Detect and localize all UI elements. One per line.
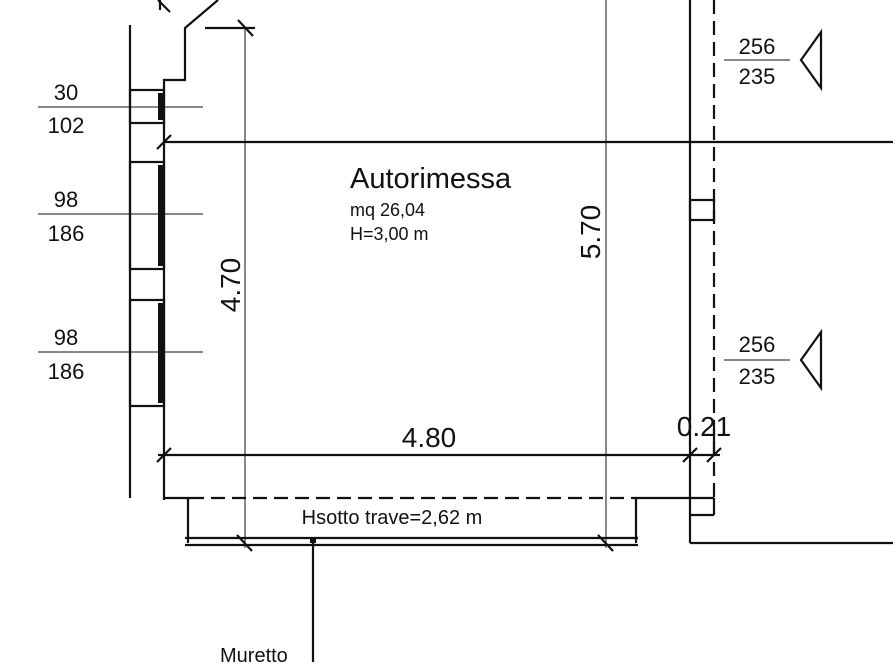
tick xyxy=(597,534,614,552)
window-width: 98 xyxy=(54,187,78,212)
room-name: Autorimessa xyxy=(350,163,512,195)
dim-label-570: 5.70 xyxy=(575,205,606,260)
window-3 xyxy=(128,298,166,408)
triangle-marker-icon xyxy=(799,28,823,92)
tick xyxy=(156,134,172,150)
window-height: 186 xyxy=(48,359,85,384)
pillar xyxy=(688,198,716,222)
inner-left-wall xyxy=(162,0,219,500)
tick xyxy=(156,447,172,463)
room-height: H=3,00 m xyxy=(350,224,429,244)
window-height: 235 xyxy=(739,64,776,89)
dim-label-470: 4.70 xyxy=(215,258,246,313)
window-size-right-2: 256 235 xyxy=(724,328,823,392)
tick xyxy=(237,19,254,37)
window-3-frame xyxy=(158,303,163,403)
tick xyxy=(682,447,698,463)
window-size-1: 30 102 xyxy=(38,80,203,138)
window-2-frame xyxy=(158,165,163,266)
leader-dot xyxy=(310,537,316,543)
tick xyxy=(236,534,253,552)
left-windows xyxy=(128,88,166,408)
window-size-2: 98 186 xyxy=(38,187,203,246)
window-2 xyxy=(128,160,166,271)
beam-note: Hsotto trave=2,62 m xyxy=(302,507,483,529)
window-width: 98 xyxy=(54,325,78,350)
window-size-right-1: 256 235 xyxy=(724,28,823,92)
window-height: 102 xyxy=(48,113,85,138)
window-width: 256 xyxy=(739,332,776,357)
room-area: mq 26,04 xyxy=(350,200,425,220)
dimension-lines xyxy=(156,0,722,662)
triangle-marker-icon xyxy=(799,328,823,392)
dim-label-021: 0.21 xyxy=(677,411,732,442)
window-size-3: 98 186 xyxy=(38,325,203,384)
window-width: 256 xyxy=(739,34,776,59)
window-height: 186 xyxy=(48,221,85,246)
muretto-label: Muretto xyxy=(220,645,288,667)
window-height: 235 xyxy=(739,364,776,389)
dim-label-480: 4.80 xyxy=(402,422,457,453)
window-width: 30 xyxy=(54,80,78,105)
